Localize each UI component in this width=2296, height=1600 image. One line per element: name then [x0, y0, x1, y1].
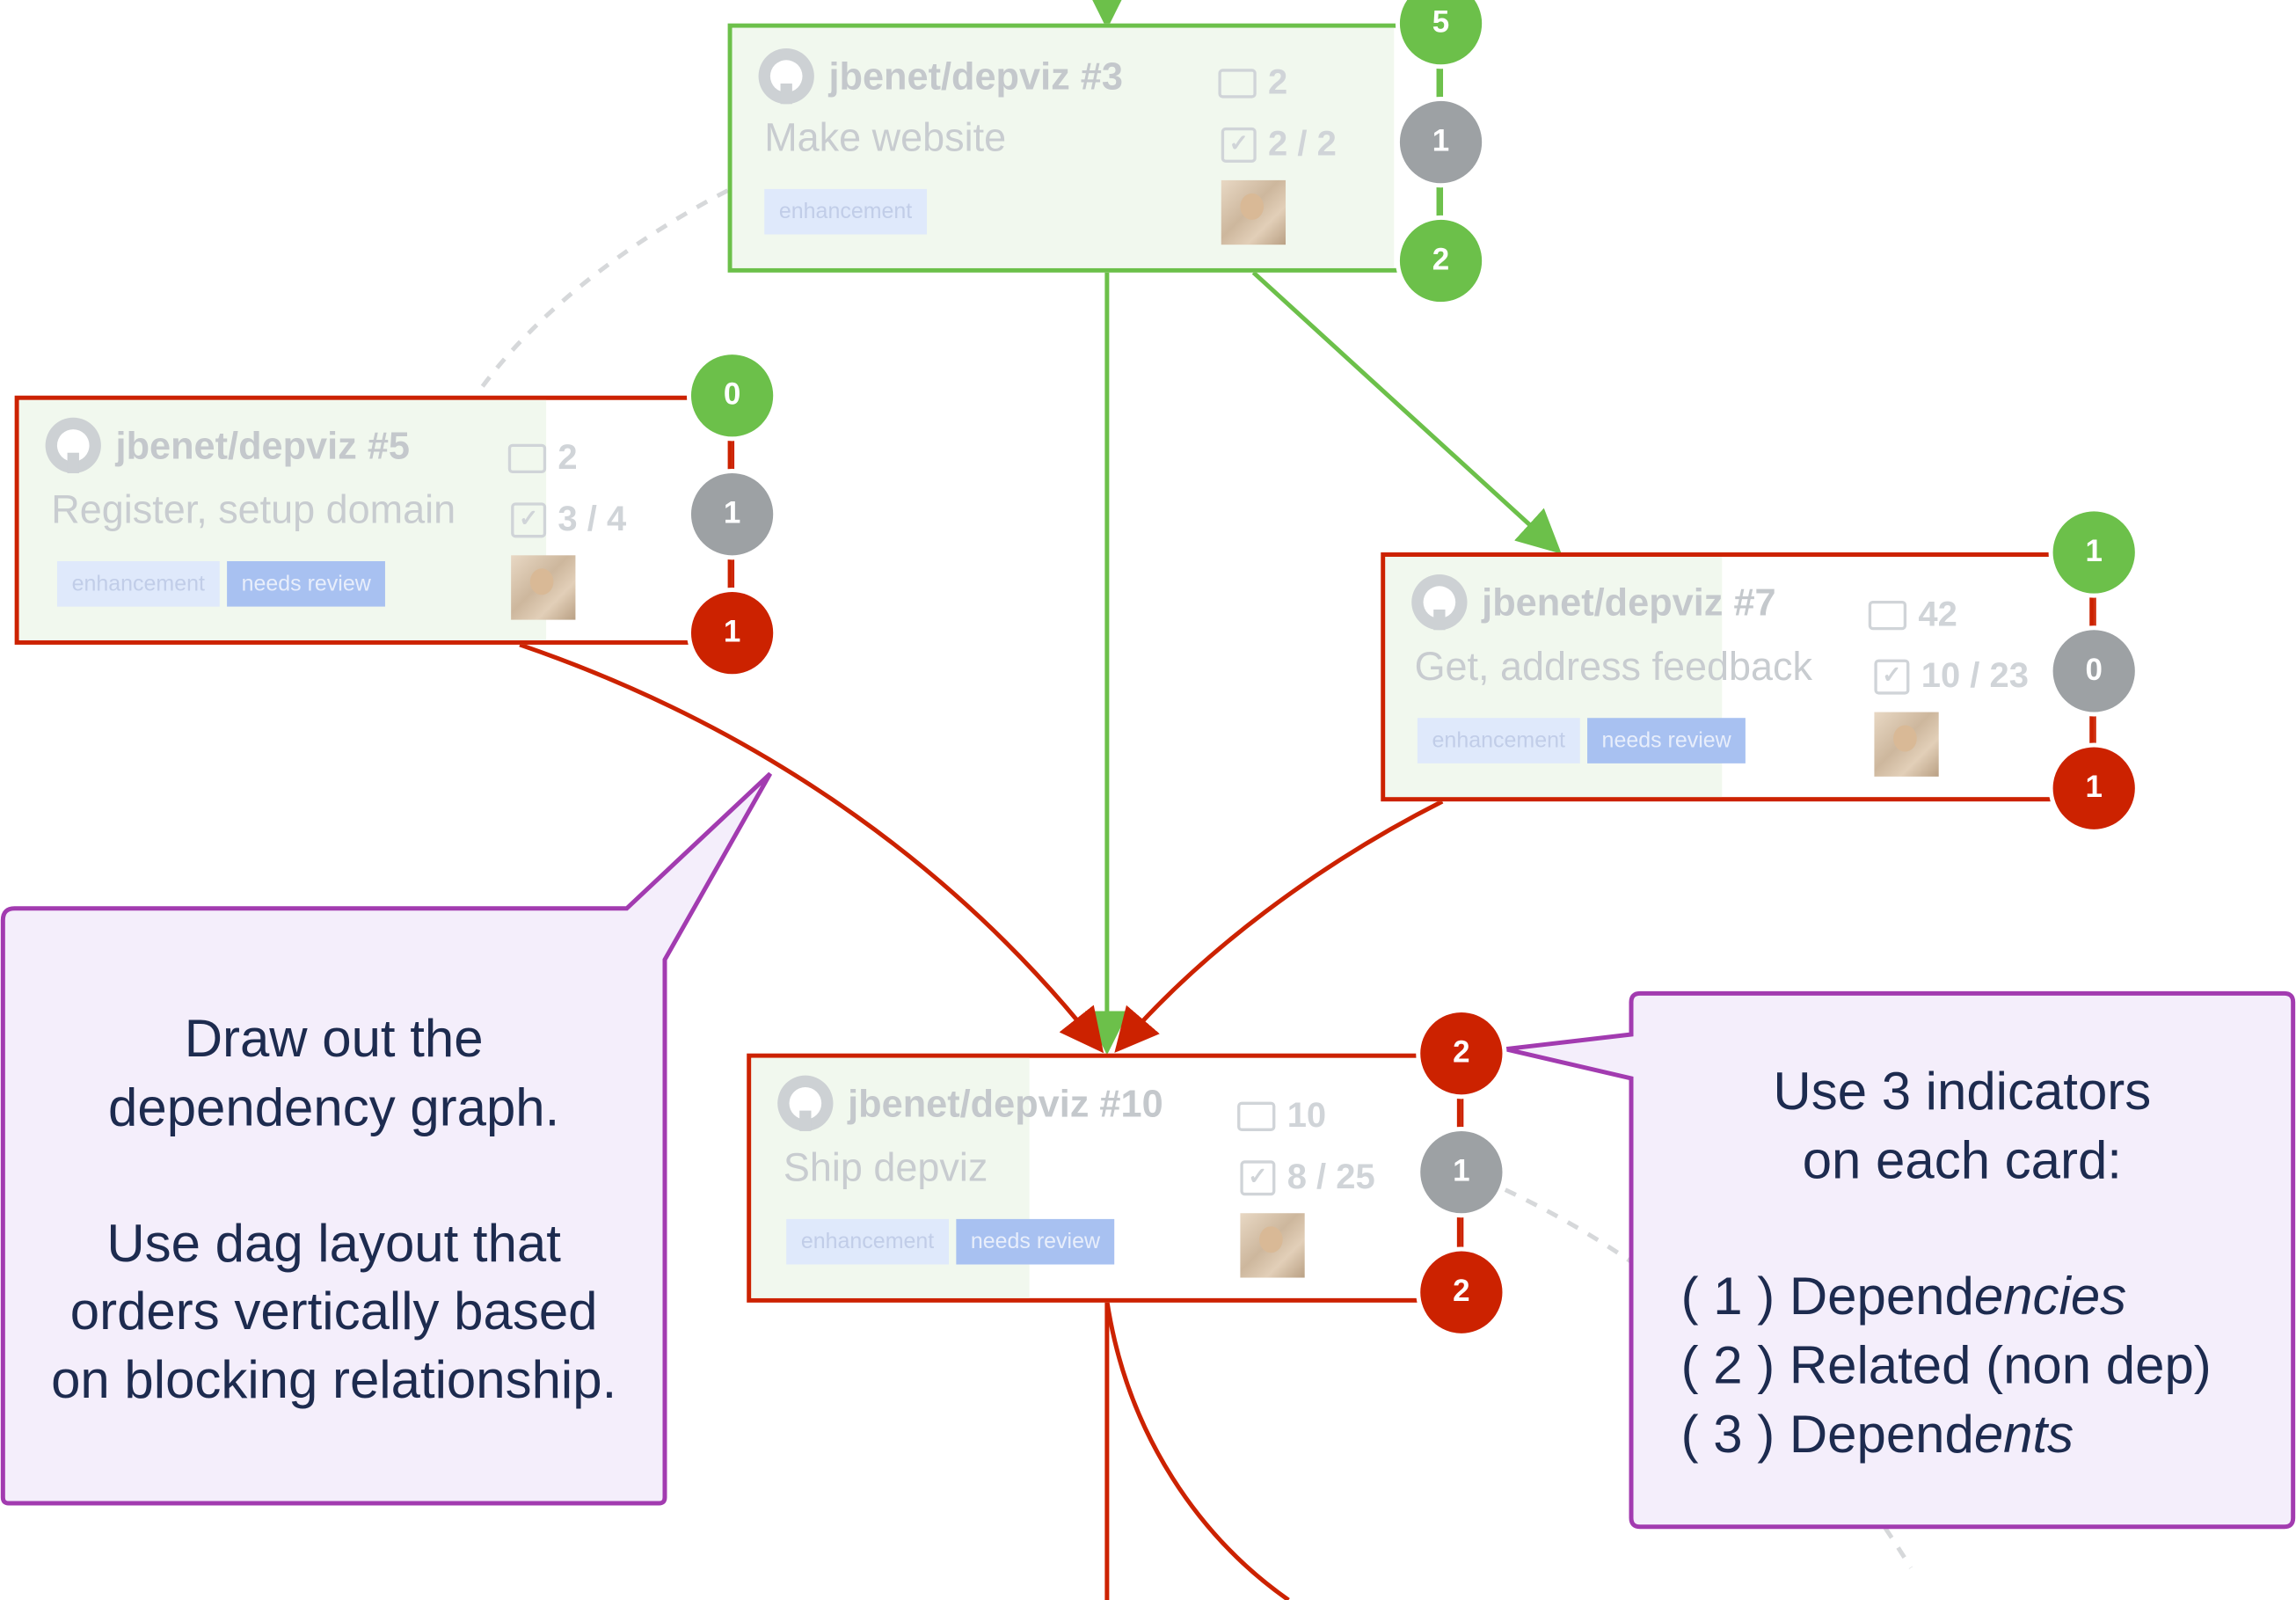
comment-icon: [1868, 600, 1907, 631]
label-list: enhancement needs review: [1417, 718, 1746, 763]
issue-title: Make website: [764, 115, 1007, 160]
dependents-indicator[interactable]: 2: [1416, 1246, 1507, 1338]
assignee-avatar[interactable]: [511, 555, 576, 620]
legend-dependents: ( 3 ) Dependents: [1680, 1403, 2074, 1464]
related-indicator[interactable]: 1: [1416, 1126, 1507, 1218]
dependents-indicator[interactable]: 1: [686, 587, 778, 679]
label-list: enhancement: [764, 188, 927, 235]
callout-right-bubble: [1505, 990, 2296, 1530]
assignee-avatar[interactable]: [1874, 712, 1939, 777]
task-progress: ✓ 10 / 23: [1874, 656, 2029, 698]
related-indicator[interactable]: 1: [686, 469, 778, 560]
issue-card-3[interactable]: jbenet/depviz #3 Make website 2 ✓ 2 / 2 …: [727, 23, 1441, 273]
callout-line: dependency graph.: [108, 1076, 560, 1137]
issue-title: Get, address feedback: [1414, 644, 1812, 689]
edge-10-down-curve: [1104, 1300, 1290, 1600]
assignee-avatar[interactable]: [1221, 179, 1286, 245]
checkbox-icon: ✓: [1221, 127, 1257, 163]
comment-icon: [1218, 69, 1257, 99]
callout-line: orders vertically based: [69, 1281, 598, 1341]
edge-7-to-10: [1114, 799, 1444, 1053]
comment-icon: [507, 443, 547, 474]
github-icon: [45, 417, 101, 474]
assignee-avatar[interactable]: [1240, 1213, 1305, 1278]
repo-issue-link[interactable]: jbenet/depviz #5: [115, 422, 410, 467]
issue-title: Ship depviz: [783, 1145, 988, 1190]
label-list: enhancement needs review: [56, 560, 386, 607]
github-icon: [777, 1075, 834, 1131]
edge-3-to-7: [1251, 270, 1562, 554]
task-progress: ✓ 8 / 25: [1240, 1158, 1375, 1199]
dependencies-indicator[interactable]: 0: [686, 350, 778, 442]
task-progress: ✓ 2 / 2: [1221, 125, 1337, 166]
comment-count: 10: [1237, 1096, 1326, 1137]
label-needs-review[interactable]: needs review: [226, 560, 386, 607]
callout-line: Use 3 indicators: [1773, 1061, 2152, 1121]
callout-left-bubble: [0, 771, 773, 1506]
checkbox-icon: ✓: [511, 502, 547, 538]
callout-line: on each card:: [1802, 1129, 2122, 1190]
indicator-legend: ( 1 ) Dependencies ( 2 ) Related (non de…: [1681, 1263, 2212, 1469]
dependents-indicator[interactable]: 2: [1395, 215, 1487, 307]
label-enhancement[interactable]: enhancement: [1417, 718, 1580, 763]
label-list: enhancement needs review: [786, 1218, 1115, 1265]
related-indicator[interactable]: 0: [2048, 625, 2139, 717]
legend-dependencies: ( 1 ) Dependencies: [1680, 1266, 2127, 1326]
dependents-indicator[interactable]: 1: [2048, 742, 2139, 834]
repo-issue-link[interactable]: jbenet/depviz #3: [828, 53, 1123, 98]
label-needs-review[interactable]: needs review: [1586, 718, 1746, 763]
issue-card-7[interactable]: jbenet/depviz #7 Get, address feedback 4…: [1381, 552, 2095, 802]
related-indicator[interactable]: 1: [1395, 96, 1487, 188]
callout-line: Use dag layout that: [106, 1212, 561, 1273]
issue-card-10[interactable]: jbenet/depviz #10 Ship depviz 10 ✓ 8 / 2…: [747, 1053, 1461, 1303]
label-needs-review[interactable]: needs review: [956, 1218, 1115, 1265]
legend-related: ( 2 ) Related (non dep): [1680, 1334, 2212, 1395]
repo-issue-link[interactable]: jbenet/depviz #10: [848, 1080, 1163, 1125]
checkbox-icon: ✓: [1874, 659, 1910, 695]
comment-count: 2: [507, 438, 578, 479]
label-enhancement[interactable]: enhancement: [764, 188, 927, 235]
label-enhancement[interactable]: enhancement: [786, 1218, 949, 1265]
issue-card-5[interactable]: jbenet/depviz #5 Register, setup domain …: [14, 395, 733, 645]
label-enhancement[interactable]: enhancement: [56, 560, 220, 607]
comment-icon: [1237, 1101, 1276, 1131]
callout-right-heading: Use 3 indicators on each card:: [1631, 1058, 2293, 1195]
callout-line: Draw out the: [184, 1008, 484, 1069]
repo-issue-link[interactable]: jbenet/depviz #7: [1482, 579, 1776, 624]
callout-left-text: Draw out the dependency graph. Use dag l…: [3, 1005, 665, 1415]
callout-line: on blocking relationship.: [51, 1349, 617, 1410]
task-progress: ✓ 3 / 4: [511, 500, 626, 541]
comment-count: 2: [1218, 63, 1287, 105]
issue-title: Register, setup domain: [51, 487, 456, 532]
edge-5-to-10: [519, 642, 1104, 1054]
github-icon: [758, 47, 814, 105]
checkbox-icon: ✓: [1240, 1160, 1276, 1196]
dependencies-indicator[interactable]: 1: [2048, 507, 2139, 598]
github-icon: [1411, 574, 1468, 631]
comment-count: 42: [1868, 595, 1957, 636]
dependencies-indicator[interactable]: 2: [1416, 1008, 1507, 1100]
related-edge: [474, 188, 729, 398]
